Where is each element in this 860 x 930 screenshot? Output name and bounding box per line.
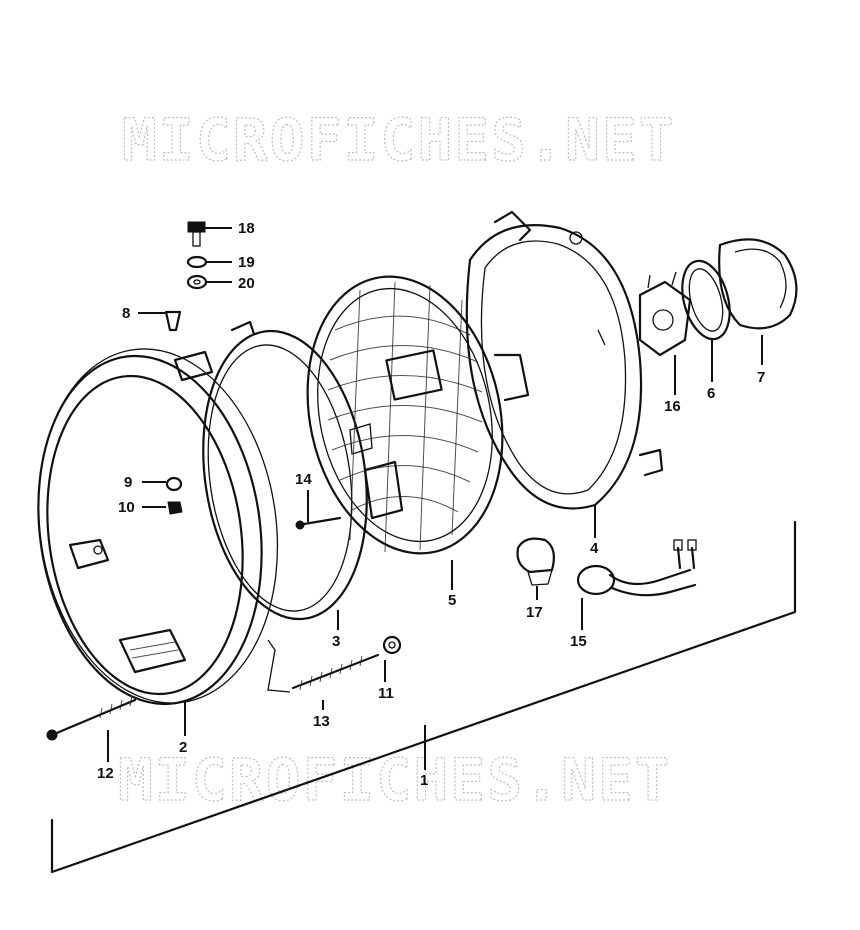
label-5: 5 <box>448 592 456 609</box>
label-6: 6 <box>707 385 715 402</box>
hardware <box>46 221 402 741</box>
label-19: 19 <box>238 254 255 271</box>
rear-cover <box>718 238 798 330</box>
label-18: 18 <box>238 220 255 237</box>
outer-rim <box>37 348 279 706</box>
label-16: 16 <box>664 398 681 415</box>
leader-lines <box>107 227 763 770</box>
retaining-ring <box>681 259 731 341</box>
label-11: 11 <box>378 685 394 702</box>
mounting-ring <box>202 320 368 693</box>
label-8: 8 <box>122 305 130 322</box>
label-13: 13 <box>313 713 330 730</box>
label-12: 12 <box>97 765 114 782</box>
label-10: 10 <box>118 499 135 516</box>
bulb <box>516 537 555 586</box>
socket-wire <box>576 539 697 597</box>
headlight-housing <box>465 210 664 510</box>
part-labels: 1 2 3 4 5 6 7 8 9 10 11 12 13 14 15 16 1… <box>97 220 765 789</box>
label-3: 3 <box>332 633 340 650</box>
label-15: 15 <box>570 633 587 650</box>
watermark-bottom: MICROFICHES.NET <box>118 746 672 814</box>
label-1: 1 <box>420 772 428 789</box>
label-17: 17 <box>526 604 543 621</box>
label-2: 2 <box>179 739 187 756</box>
label-20: 20 <box>238 275 255 292</box>
label-7: 7 <box>757 369 765 386</box>
label-4: 4 <box>590 540 599 557</box>
watermark-top: MICROFICHES.NET <box>122 106 676 174</box>
label-14: 14 <box>295 471 312 488</box>
sealed-beam-unit <box>306 275 504 555</box>
socket-bracket <box>638 271 692 357</box>
assembly-bracket <box>50 520 797 874</box>
label-9: 9 <box>124 474 132 491</box>
